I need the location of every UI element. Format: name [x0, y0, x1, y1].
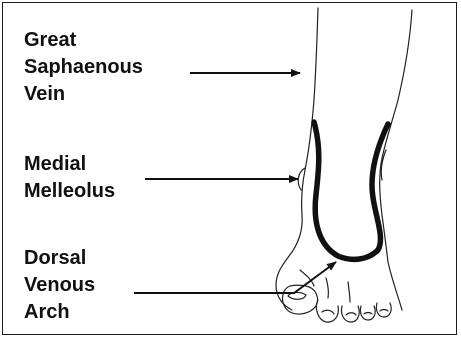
fourth-toe-nail [364, 313, 372, 315]
pointer-arrows [134, 73, 336, 293]
fifth-toe-nail [380, 310, 388, 312]
second-toe [316, 300, 338, 322]
toe-base-crease-2 [326, 278, 328, 298]
toes [283, 270, 392, 322]
second-toe-nail [322, 310, 334, 314]
third-toe [341, 306, 359, 322]
toe-base-crease-3 [348, 282, 350, 302]
leg-outline [276, 8, 412, 310]
arrow-dorsal-venous-arch [134, 262, 336, 293]
lateral-ankle-line [381, 150, 386, 180]
dorsal-venous-arch-vein [314, 122, 388, 259]
leg-right-contour [380, 10, 412, 310]
leg-left-contour [276, 8, 318, 310]
third-toe-nail [346, 313, 356, 315]
